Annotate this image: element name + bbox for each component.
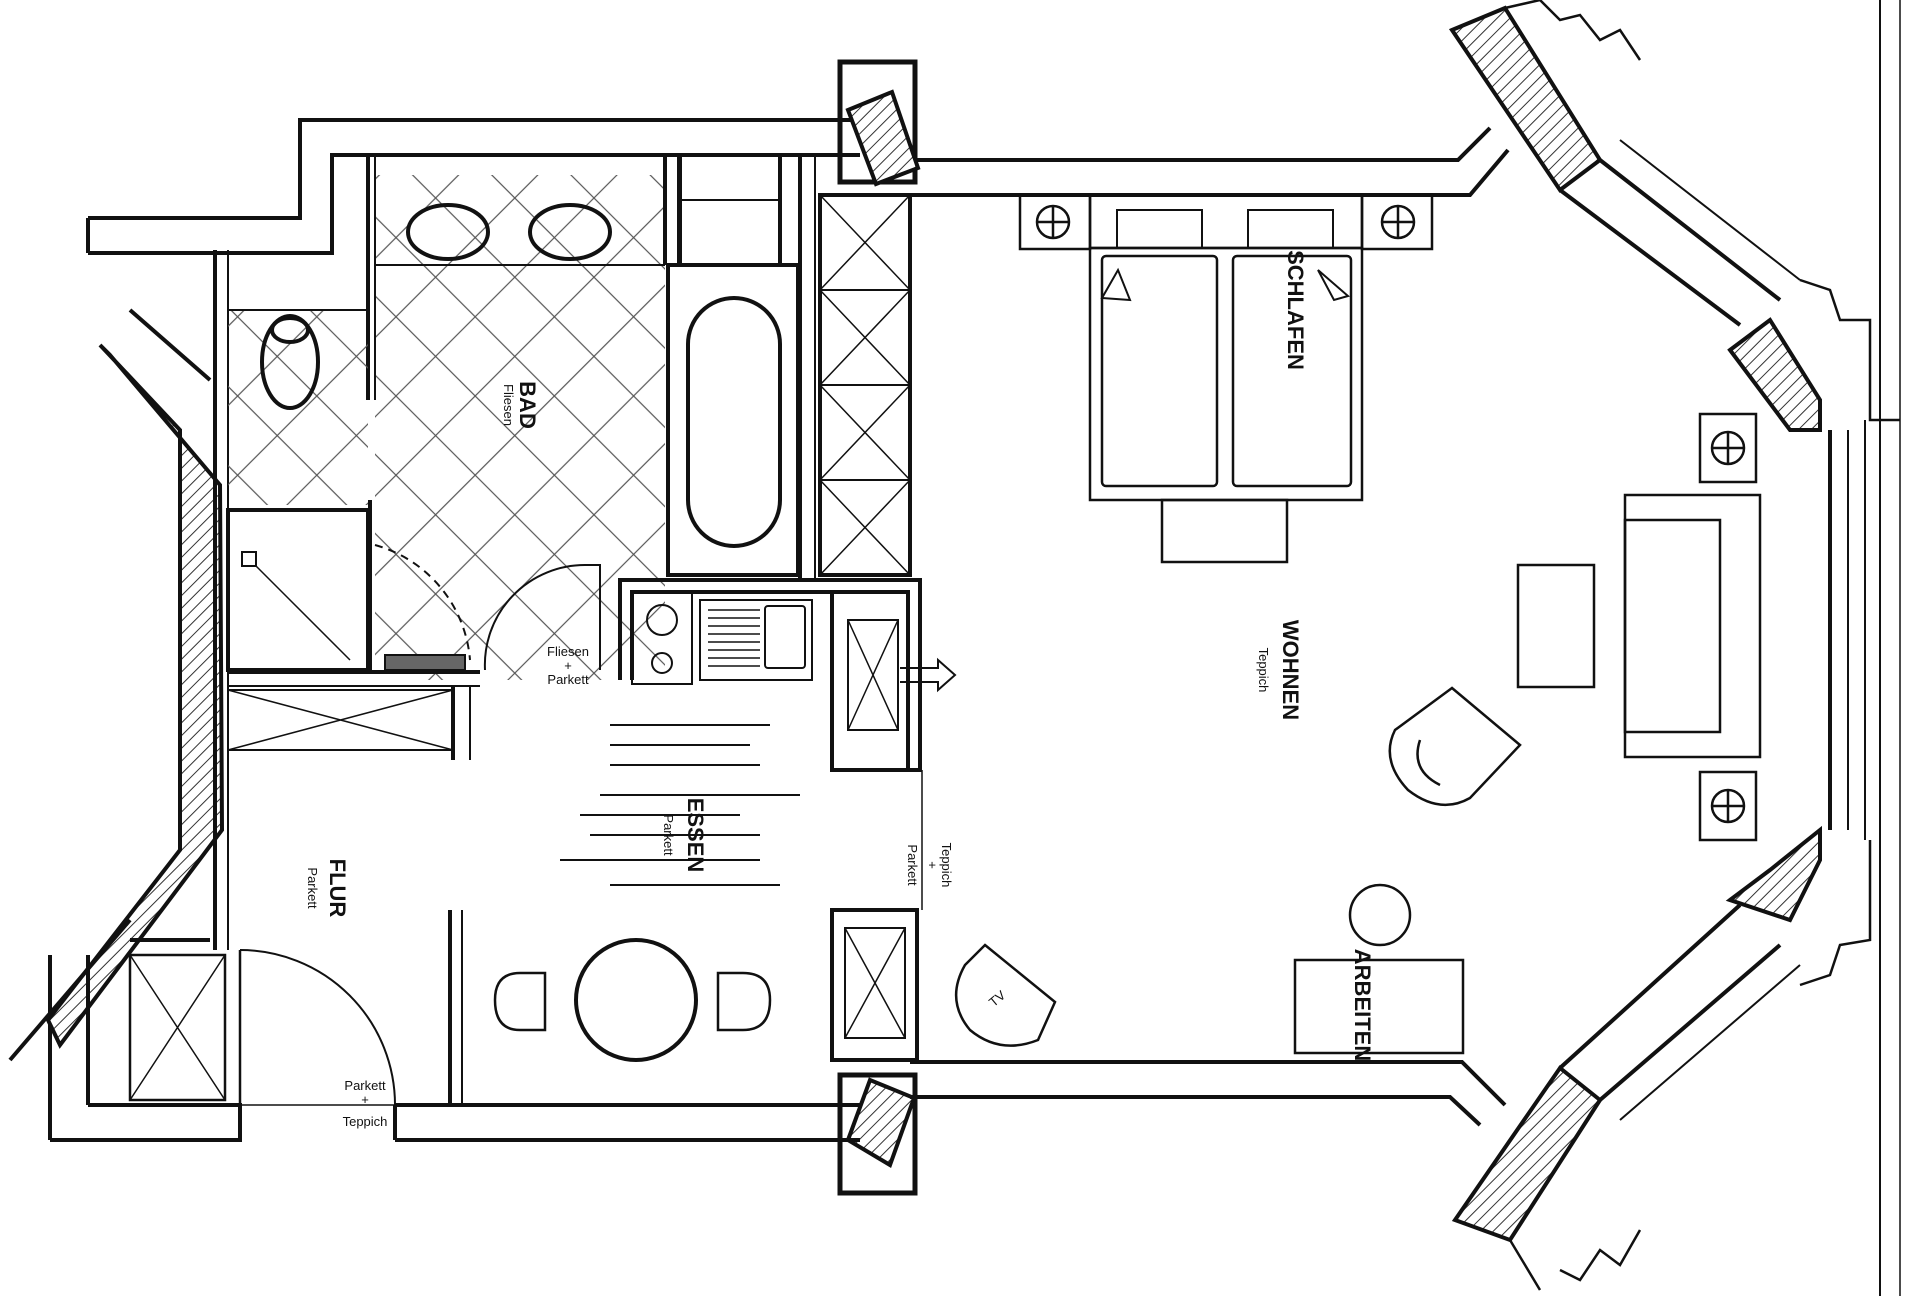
transition-entry-2: + bbox=[361, 1092, 369, 1107]
dining-chair-left bbox=[493, 971, 547, 1032]
bedside-lamps bbox=[1035, 204, 1758, 842]
sink-right bbox=[528, 203, 612, 261]
transition-bad-flur-1: Fliesen bbox=[547, 644, 589, 659]
transition-essen-wohnen-2: + bbox=[925, 861, 940, 869]
storage-box bbox=[227, 686, 471, 760]
hob-burner-2 bbox=[651, 652, 673, 674]
transition-entry-1: Parkett bbox=[344, 1078, 386, 1093]
floor-transitions: Fliesen + Parkett Teppich + Parkett Park… bbox=[343, 644, 954, 1129]
bathroom bbox=[226, 155, 679, 687]
label-tv: TV bbox=[986, 987, 1009, 1009]
hob-burner-1 bbox=[646, 604, 678, 636]
label-wohnen-floor: Teppich bbox=[1256, 648, 1271, 693]
wardrobe-bottom bbox=[830, 908, 919, 1062]
label-essen-floor: Parkett bbox=[661, 814, 676, 856]
transition-bad-flur-3: Parkett bbox=[547, 672, 589, 687]
shower bbox=[226, 508, 370, 672]
column-bottom bbox=[837, 1072, 918, 1196]
label-bad: BAD bbox=[515, 381, 540, 429]
wardrobe-top bbox=[818, 193, 912, 577]
label-schlafen: SCHLAFEN bbox=[1283, 250, 1308, 370]
desk bbox=[1293, 958, 1465, 1055]
bottom-wall bbox=[48, 955, 1507, 1142]
transition-essen-wohnen-1: Teppich bbox=[939, 843, 954, 888]
toilet bbox=[228, 310, 368, 505]
sofa bbox=[1623, 493, 1762, 759]
transition-essen-wohnen-3: Parkett bbox=[905, 844, 920, 886]
transition-bad-flur-2: + bbox=[564, 658, 572, 673]
side-table bbox=[1348, 883, 1412, 947]
entry-door bbox=[238, 949, 396, 1106]
label-flur: FLUR bbox=[325, 859, 350, 918]
bathtub bbox=[666, 153, 816, 580]
label-wohnen: WOHNEN bbox=[1278, 620, 1303, 720]
coffee-table bbox=[1516, 563, 1596, 689]
dining-chair-right bbox=[716, 971, 772, 1032]
dining-area bbox=[448, 724, 923, 1105]
sink-left bbox=[406, 203, 490, 261]
tv-chair bbox=[954, 943, 1057, 1047]
room-labels: BAD Fliesen SCHLAFEN WOHNEN Teppich ESSE… bbox=[305, 250, 1375, 1061]
transition-entry-3: Teppich bbox=[343, 1114, 388, 1129]
bed bbox=[1018, 193, 1434, 564]
label-bad-floor: Fliesen bbox=[501, 384, 516, 426]
label-essen: ESSEN bbox=[683, 798, 708, 873]
label-flur-floor: Parkett bbox=[305, 867, 320, 909]
dining-table bbox=[574, 938, 698, 1062]
column-top bbox=[837, 59, 921, 187]
bay-window bbox=[1448, 0, 1901, 1296]
kitchen bbox=[618, 578, 957, 772]
label-arbeiten: ARBEITEN bbox=[1350, 949, 1375, 1061]
entry-closet bbox=[86, 938, 227, 1105]
armchair bbox=[1388, 686, 1522, 807]
